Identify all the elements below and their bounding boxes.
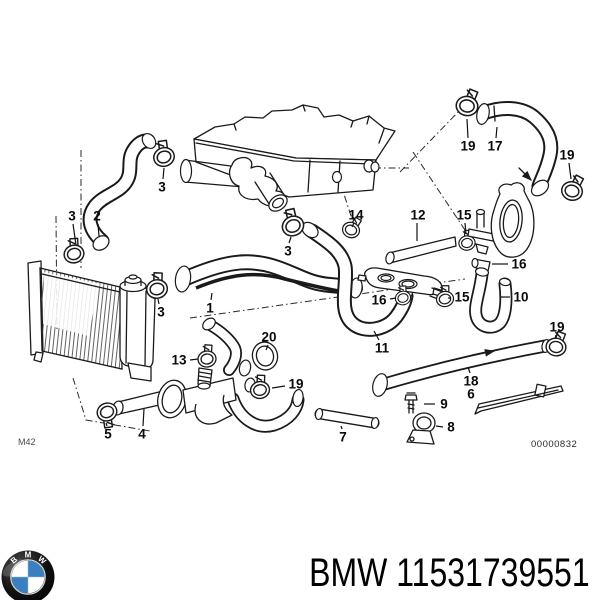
part-callout-10: 10 [513, 289, 529, 305]
part-callout-3: 3 [68, 208, 76, 224]
hose-1 [143, 262, 363, 301]
part-callout-19: 19 [288, 376, 304, 392]
part-callout-16: 16 [371, 292, 387, 308]
flow-arrow [469, 349, 496, 357]
hose-10 [475, 267, 511, 327]
flange-plate [357, 267, 456, 309]
part-callout-3: 3 [284, 243, 292, 259]
part-callout-12: 12 [410, 207, 426, 223]
logo-letter: W [36, 554, 48, 566]
water-pipe-assembly [93, 317, 304, 431]
bleeder-valve [467, 208, 495, 272]
part-callout-9: 9 [440, 396, 448, 412]
part-callout-3: 3 [157, 304, 165, 320]
hose-clamp-13 [195, 342, 218, 369]
hose-clamp-19 [247, 372, 272, 401]
part-callout-17: 17 [487, 138, 503, 154]
part-callout-19: 19 [460, 138, 476, 154]
pipe-12 [385, 228, 477, 265]
part-callout-13: 13 [171, 352, 187, 368]
image-number: 00000832 [531, 439, 578, 450]
part-callout-11: 11 [374, 340, 390, 356]
hose-7 [315, 407, 380, 430]
part-callout-8: 8 [447, 419, 455, 435]
bmw-logo-icon: B M W [1, 550, 55, 600]
leader-lines [72, 118, 572, 430]
part-callout-16: 16 [511, 256, 527, 272]
bracket [490, 182, 535, 258]
brand-label: BMW [309, 551, 388, 595]
part-callout-3: 3 [158, 179, 166, 195]
part-callout-15: 15 [454, 289, 470, 305]
part-callout-4: 4 [138, 426, 146, 442]
bolt [404, 392, 418, 414]
part-number: 11531739551 [396, 551, 590, 595]
part-callout-2: 2 [93, 208, 101, 224]
logo-letter: B [9, 555, 19, 566]
flow-arrow [518, 167, 532, 181]
sealing-ring-20 [251, 341, 279, 371]
part-callout-18: 18 [463, 373, 479, 389]
part-callout-6: 6 [467, 386, 475, 402]
logo-letter: M [25, 551, 32, 560]
part-callout-15: 15 [456, 207, 472, 223]
hose-2 [59, 132, 178, 266]
engine-block [179, 104, 396, 212]
cable-tie [474, 383, 564, 415]
hose-clamp-19 [558, 171, 588, 204]
radiator [27, 260, 156, 382]
hose-clamp-3 [59, 235, 87, 266]
pipe-clamp-bracket [406, 412, 436, 445]
part-callout-20: 20 [261, 329, 277, 345]
part-callout-5: 5 [104, 426, 112, 442]
hose-17 [453, 86, 588, 204]
hose-clamp-3 [275, 205, 308, 241]
part-callout-14: 14 [348, 207, 364, 223]
hose-18 [372, 329, 569, 397]
part-callout-1: 1 [206, 300, 214, 316]
part-callout-7: 7 [339, 429, 347, 445]
part-callout-19: 19 [559, 147, 575, 163]
part-number-text: BMW 11531739551 [309, 553, 590, 593]
reference-lines [55, 108, 468, 432]
part-callout-19: 19 [549, 319, 565, 335]
diagram-code: M42 [18, 437, 36, 447]
